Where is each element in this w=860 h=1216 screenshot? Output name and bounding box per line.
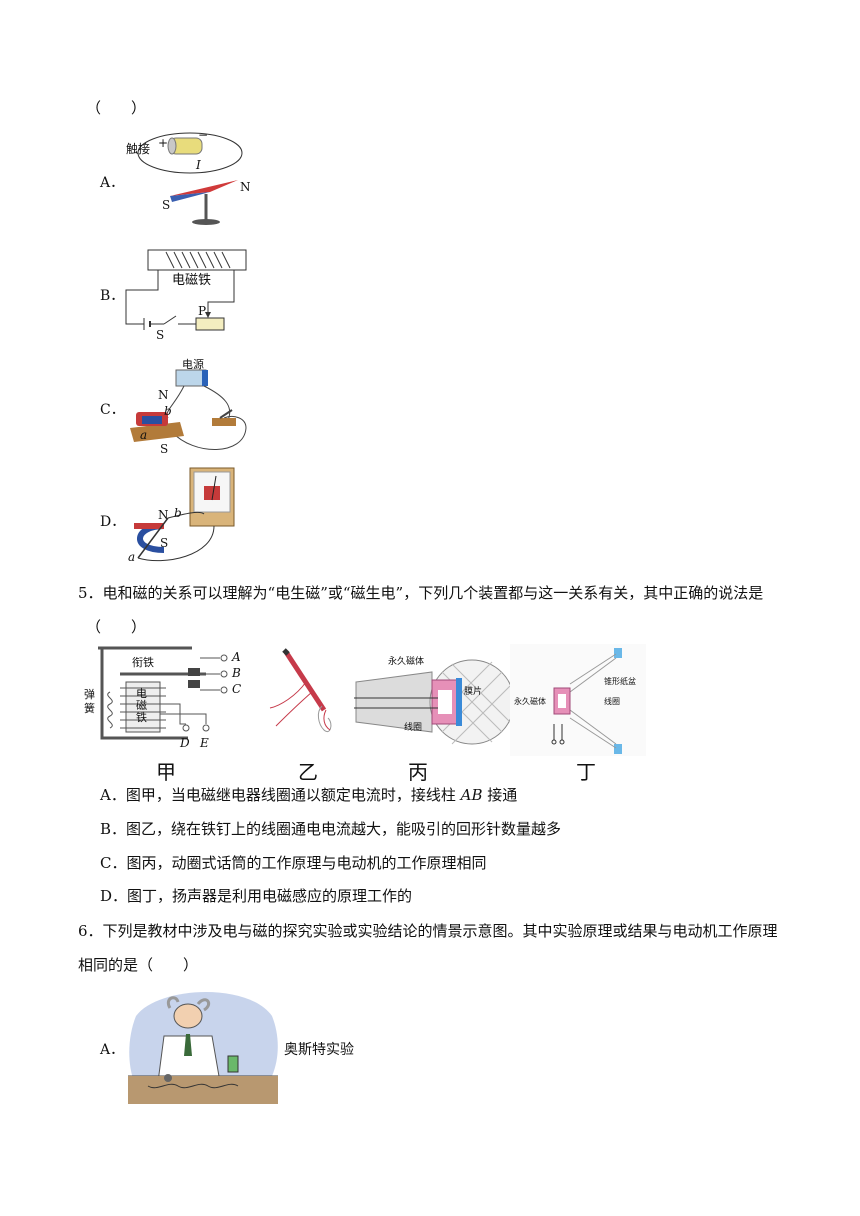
terminal-e-label: E <box>200 736 209 750</box>
q4-option-a-figure: 触接 + − I S N <box>120 128 251 228</box>
q5-option-b-letter: B． <box>100 820 127 838</box>
b-label: b <box>164 404 172 418</box>
q5-option-c-text: 图丙，动圈式话筒的工作原理与电动机的工作原理相同 <box>126 854 487 872</box>
magnet-label: 永久磁体 <box>388 657 425 667</box>
cone-label: 锥形纸盆 <box>604 677 636 686</box>
q5-stem-line1: 5．电和磁的关系可以理解为“电生磁”或“磁生电”，下列几个装置都与这一关系有关，… <box>78 584 764 602</box>
q4-option-d-figure: N S a b <box>124 466 244 568</box>
armature-label: 衔铁 <box>132 656 154 669</box>
s-pole-label: S <box>160 442 169 456</box>
q5-option-a[interactable]: A．图甲，当电磁继电器线圈通以额定电流时，接线柱 AB 接通 <box>100 785 517 805</box>
a-label: a <box>128 550 136 564</box>
q4-option-b-label[interactable]: B． <box>100 288 125 304</box>
q5-option-d-letter: D． <box>100 887 128 905</box>
q4-option-b-figure: 电磁铁 P S <box>122 248 252 343</box>
n-pole-label: N <box>240 180 251 194</box>
q5-option-b-text: 图乙，绕在铁钉上的线圈通电电流越大，能吸引的回形针数量越多 <box>126 820 562 838</box>
q4-option-d-label[interactable]: D． <box>100 514 126 530</box>
q5-option-a-text-pre: 图甲，当电磁继电器线圈通以额定电流时，接线柱 <box>125 786 461 804</box>
minus-label: − <box>198 128 209 142</box>
terminal-a-label: A <box>232 650 241 664</box>
magnet-label: 永久磁体 <box>514 697 546 706</box>
q5-option-a-text-post: 接通 <box>482 786 518 804</box>
caption-ding: 丁 <box>576 760 596 784</box>
n-pole-label: N <box>158 388 169 402</box>
q5-option-a-em: AB <box>460 786 483 804</box>
terminal-c-label: C <box>232 682 242 696</box>
b-label: b <box>174 506 182 520</box>
a-label: a <box>140 428 148 442</box>
touch-label: 触接 <box>126 142 151 156</box>
plus-label: + <box>158 136 169 150</box>
q4-option-c-label[interactable]: C． <box>100 402 125 418</box>
q5-option-d-text: 图丁，扬声器是利用电磁感应的原理工作的 <box>127 887 413 905</box>
caption-jia: 甲 <box>156 760 176 784</box>
q5-figure-nail: 乙 <box>266 646 346 784</box>
q5-stem-line2: （ ） <box>86 618 147 636</box>
s-pole-label: S <box>160 536 169 550</box>
spring-label: 弹簧 <box>84 688 95 715</box>
oersted-experiment-caption: 奥斯特实验 <box>284 1042 354 1058</box>
q6-option-a-figure <box>128 986 278 1110</box>
caption-bing: 丙 <box>408 760 428 784</box>
slider-p-label: P <box>198 304 207 318</box>
q4-option-c-figure: 电源 N S a b <box>124 356 254 456</box>
n-pole-label: N <box>158 508 169 522</box>
q6-stem-line2: 相同的是（ ） <box>78 956 199 974</box>
coil-label: 线圈 <box>604 697 620 706</box>
q5-figure-relay: 衔铁 弹簧 电磁铁 A B C D E 甲 <box>84 644 256 784</box>
power-supply-label: 电源 <box>182 358 204 371</box>
q4-paren: （ ） <box>86 99 147 117</box>
q4-option-a-label[interactable]: A． <box>100 175 125 191</box>
current-label: I <box>196 158 201 172</box>
s-pole-label: S <box>162 198 171 212</box>
q6-option-a-label[interactable]: A． <box>100 1042 125 1058</box>
q5-figure-microphone: 永久磁体 膜片 线圈 丙 <box>352 652 515 784</box>
q5-option-d[interactable]: D．图丁，扬声器是利用电磁感应的原理工作的 <box>100 886 412 906</box>
q5-figure-speaker: 永久磁体 锥形纸盆 线圈 丁 <box>510 644 646 784</box>
q5-option-b[interactable]: B．图乙，绕在铁钉上的线圈通电电流越大，能吸引的回形针数量越多 <box>100 819 561 839</box>
electromagnet-label: 电磁铁 <box>172 273 212 288</box>
coil-label: 线圈 <box>404 723 423 733</box>
q6-stem-line1: 6．下列是教材中涉及电与磁的探究实验或实验结论的情景示意图。其中实验原理或结果与… <box>78 922 778 940</box>
diaphragm-label: 膜片 <box>464 687 483 697</box>
q5-option-a-letter: A． <box>100 786 126 804</box>
caption-yi: 乙 <box>298 760 318 784</box>
q5-option-c[interactable]: C．图丙，动圈式话筒的工作原理与电动机的工作原理相同 <box>100 853 487 873</box>
terminal-b-label: B <box>232 666 241 680</box>
terminal-d-label: D <box>180 736 190 750</box>
switch-s-label: S <box>156 328 165 342</box>
q5-option-c-letter: C． <box>100 854 127 872</box>
electromagnet-label: 电磁铁 <box>136 687 147 724</box>
